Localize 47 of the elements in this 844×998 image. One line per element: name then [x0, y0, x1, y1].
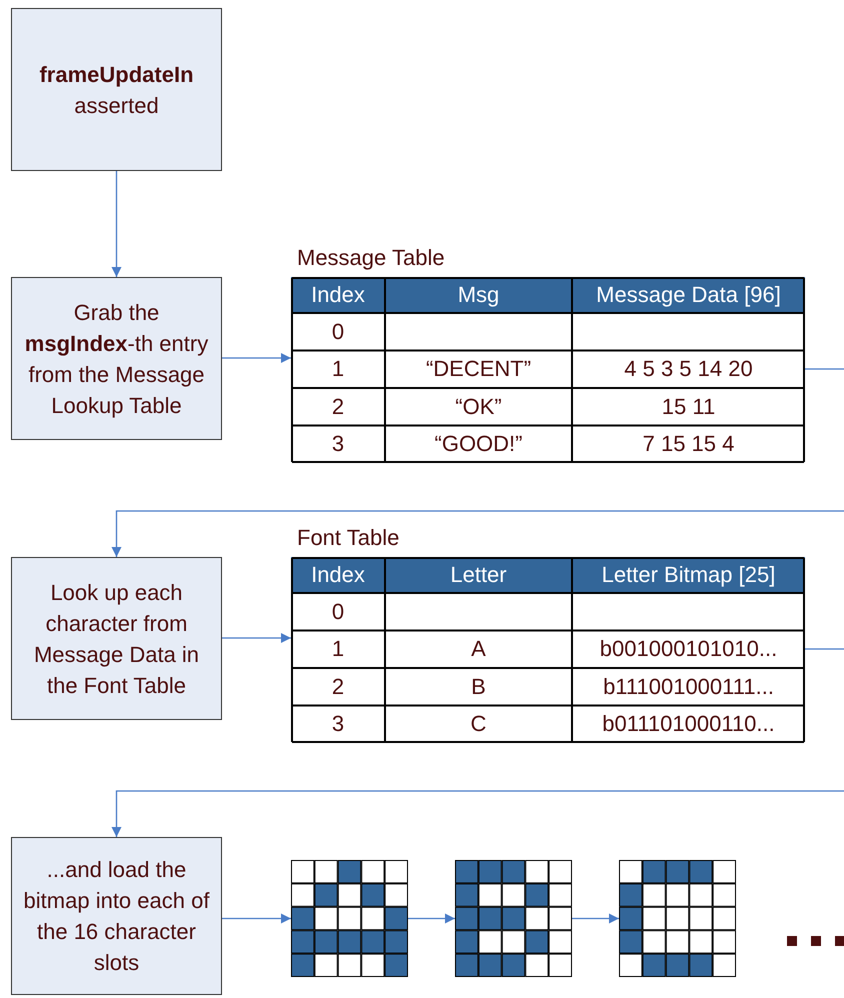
table-cell-text: A [470, 635, 487, 664]
process-box [11, 277, 222, 440]
arrow [408, 914, 455, 924]
table-cell-text: b001000101010... [598, 635, 778, 664]
letter-bitmap-drawing [291, 860, 408, 977]
table-cell-text: 0 [330, 598, 346, 626]
table-cell-text: “DECENT” [424, 355, 532, 384]
step-text: Grab the msgIndex-th entry from the Message Lookup Table [24, 298, 210, 420]
table-title: Message Table [297, 245, 445, 271]
column-header: Index [310, 561, 366, 589]
column-header: Letter [449, 561, 508, 589]
table-cell-text: B [470, 672, 487, 701]
table-cell-text: 3 [330, 430, 346, 458]
letter-bitmap-drawing [455, 860, 572, 977]
step-text: ...and load the bitmap into each of the 16 character slots [22, 856, 210, 977]
process-box [11, 837, 222, 995]
table-cell-text: “OK” [454, 392, 503, 421]
process-box [11, 557, 222, 720]
table-cell-text: “GOOD!” [434, 430, 524, 458]
table-title: Font Table [297, 525, 400, 551]
table-cell-text: 1 [330, 635, 346, 664]
table-cell-text: 1 [330, 355, 346, 384]
table-cell-text: 2 [330, 672, 346, 701]
step-text: frameUpdateIn asserted [38, 60, 195, 120]
table-cell-text: C [470, 710, 488, 738]
arrow [112, 171, 122, 277]
table-cell-text: 0 [330, 318, 346, 346]
arrow [222, 633, 291, 643]
table-cell-text: b111001000111... [602, 672, 775, 701]
arrow [222, 914, 291, 924]
column-header: Letter Bitmap [25] [600, 561, 776, 589]
step-text: Look up each character from Message Data in the Font Table [32, 578, 200, 700]
arrow [112, 368, 844, 557]
table-cell-text: 2 [330, 392, 346, 421]
column-header: Msg [456, 281, 500, 309]
process-box [11, 8, 222, 171]
arrow [112, 648, 844, 837]
table-cell-text: 15 11 [660, 392, 716, 421]
arrow [572, 914, 619, 924]
column-header: Index [310, 281, 366, 309]
table-cell-text: b011101000110... [601, 710, 776, 738]
table-cell-text: 7 15 15 4 [642, 430, 736, 458]
letter-bitmap-drawing [619, 860, 736, 977]
table-cell-text: 4 5 3 5 14 20 [623, 355, 754, 384]
column-header: Message Data [96] [595, 281, 782, 309]
arrow [222, 353, 291, 363]
table-cell-text: 3 [330, 710, 346, 738]
